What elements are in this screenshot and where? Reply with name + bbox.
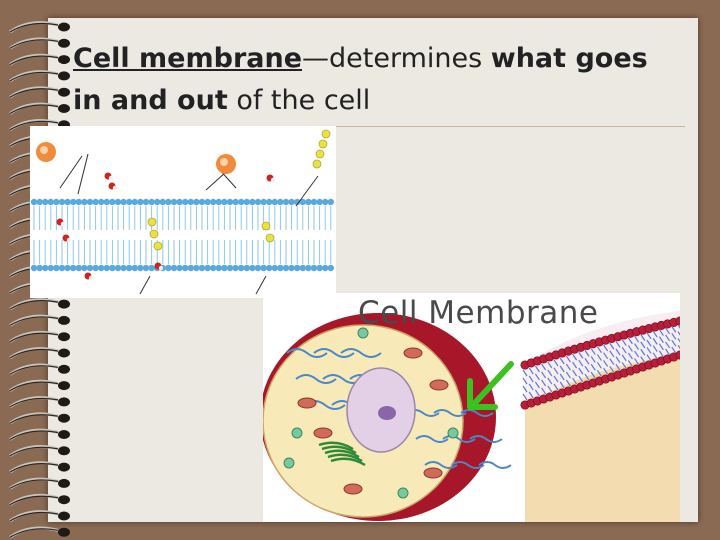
binding-ring <box>9 493 70 506</box>
title-bold-1: what goes <box>490 43 648 74</box>
binding-ring <box>9 445 70 458</box>
binding-ring <box>9 428 70 441</box>
title-dash: — <box>302 43 330 74</box>
binding-ring <box>9 477 70 490</box>
binding-ring <box>9 21 70 34</box>
binding-ring <box>9 363 70 376</box>
figure-label: Cell Membrane <box>358 295 599 331</box>
membrane-svg <box>30 129 334 295</box>
binding-ring <box>9 461 70 474</box>
title-text-2: of the cell <box>227 85 371 116</box>
binding-ring <box>9 330 70 343</box>
title-term: Cell membrane <box>73 43 303 74</box>
nucleolus <box>378 406 396 420</box>
binding-ring <box>9 298 70 311</box>
binding-ring <box>9 102 70 115</box>
slide-title: Cell membrane—determines what goes in and… <box>73 38 683 122</box>
binding-ring <box>9 86 70 99</box>
binding-ring <box>9 526 70 539</box>
title-text-1: determines <box>329 43 491 74</box>
membrane-cross-section <box>520 311 680 522</box>
title-bold-2: in and out <box>73 85 228 116</box>
title-divider <box>73 126 685 127</box>
binding-ring <box>9 510 70 523</box>
binding-ring <box>9 70 70 83</box>
cell-figure-svg <box>263 311 680 522</box>
binding-ring <box>9 412 70 425</box>
cell-membrane-figure: Cell Membrane <box>263 293 680 522</box>
binding-ring <box>9 53 70 66</box>
animal-cell <box>263 313 512 521</box>
membrane-transport-illustration <box>30 126 336 298</box>
arrow-icon <box>467 361 514 410</box>
binding-ring <box>9 314 70 327</box>
binding-ring <box>9 37 70 50</box>
binding-ring <box>9 379 70 392</box>
binding-ring <box>9 396 70 409</box>
binding-ring <box>9 347 70 360</box>
